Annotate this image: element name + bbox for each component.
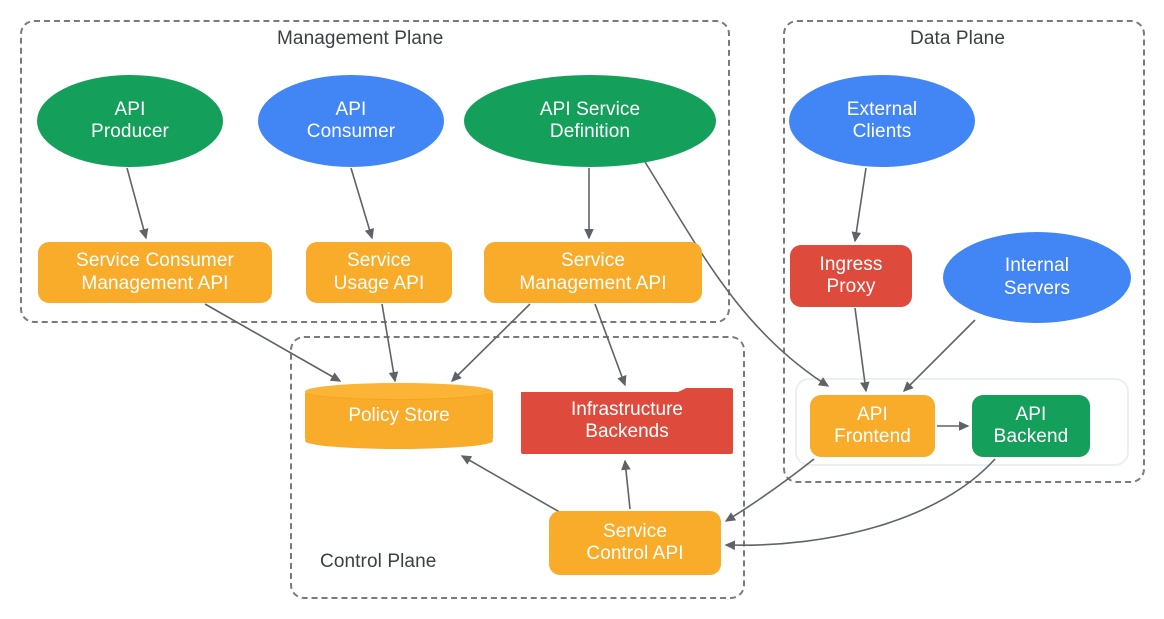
node-api-service-definition[interactable]: API Service Definition <box>464 75 716 167</box>
node-infrastructure-backends[interactable]: Infrastructure Backends <box>521 388 733 454</box>
plane-title-control-plane: Control Plane <box>320 551 437 572</box>
node-internal-servers[interactable]: Internal Servers <box>943 232 1131 323</box>
node-service-usage-api[interactable]: Service Usage API <box>306 242 452 303</box>
node-service-management-api[interactable]: Service Management API <box>484 242 702 303</box>
node-ingress-proxy[interactable]: Ingress Proxy <box>790 245 912 307</box>
node-policy-store-label: Policy Store <box>348 404 450 426</box>
node-policy-store[interactable]: Policy Store <box>305 383 493 449</box>
node-service-consumer-management-api[interactable]: Service Consumer Management API <box>38 242 272 303</box>
node-infrastructure-backends-label: Infrastructure Backends <box>571 398 683 442</box>
node-api-backend[interactable]: API Backend <box>972 395 1090 457</box>
node-api-producer[interactable]: API Producer <box>37 75 223 167</box>
plane-title-management-plane: Management Plane <box>277 28 444 49</box>
plane-title-data-plane: Data Plane <box>910 28 1006 49</box>
node-api-consumer[interactable]: API Consumer <box>258 75 444 167</box>
node-service-control-api[interactable]: Service Control API <box>549 511 721 575</box>
folder-shape <box>521 388 733 454</box>
cylinder-top <box>305 383 493 400</box>
node-api-frontend[interactable]: API Frontend <box>810 395 935 457</box>
node-external-clients[interactable]: External Clients <box>789 75 975 167</box>
